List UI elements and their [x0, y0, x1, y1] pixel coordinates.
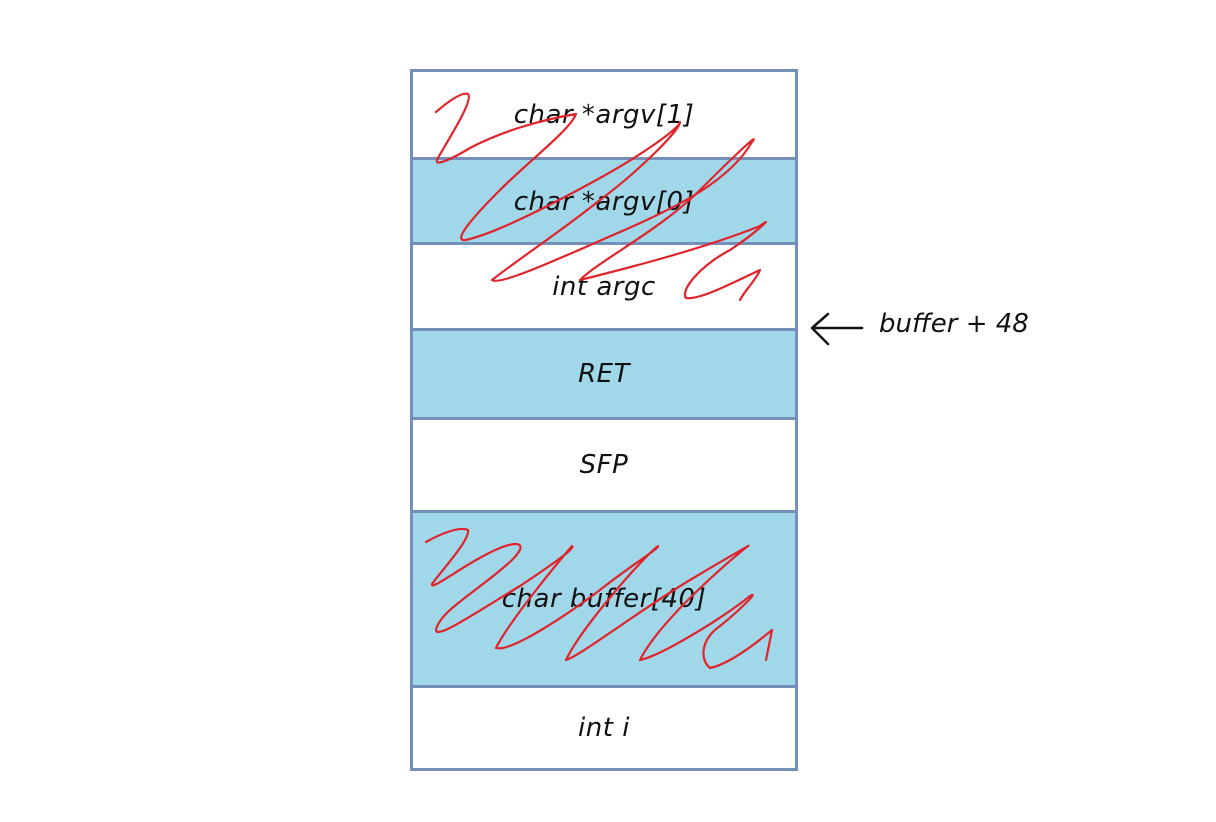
- stack-cell-sfp: SFP: [413, 420, 795, 510]
- pointer-arrow-icon: [810, 312, 864, 346]
- pointer-label: buffer + 48: [879, 309, 1029, 339]
- stack-cell-ret-label: RET: [578, 359, 630, 389]
- stack-cell-argc-label: int argc: [552, 271, 656, 302]
- stack-cell-argv0-label: char *argv[0]: [513, 187, 695, 217]
- stack-cell-buffer-label: char buffer[40]: [501, 584, 707, 614]
- stack-cell-argv1: char *argv[1]: [413, 72, 795, 157]
- stack-cell-argc: int argc: [413, 245, 795, 328]
- stack-cell-buffer: char buffer[40]: [413, 513, 795, 685]
- stack-divider: [410, 510, 798, 513]
- stack-cell-int-i-label: int i: [578, 713, 630, 743]
- stack-cell-ret: RET: [413, 331, 795, 417]
- stack-cell-int-i: int i: [413, 688, 795, 768]
- stack-cell-argv0: char *argv[0]: [413, 160, 795, 244]
- stack-divider: [410, 685, 798, 688]
- stack-divider: [410, 417, 798, 420]
- stack-divider: [410, 328, 798, 331]
- memory-stack-diagram: char *argv[1] char *argv[0] int argc RET…: [410, 69, 798, 771]
- stack-cell-sfp-label: SFP: [579, 450, 629, 480]
- stack-cell-argv1-label: char *argv[1]: [513, 99, 695, 130]
